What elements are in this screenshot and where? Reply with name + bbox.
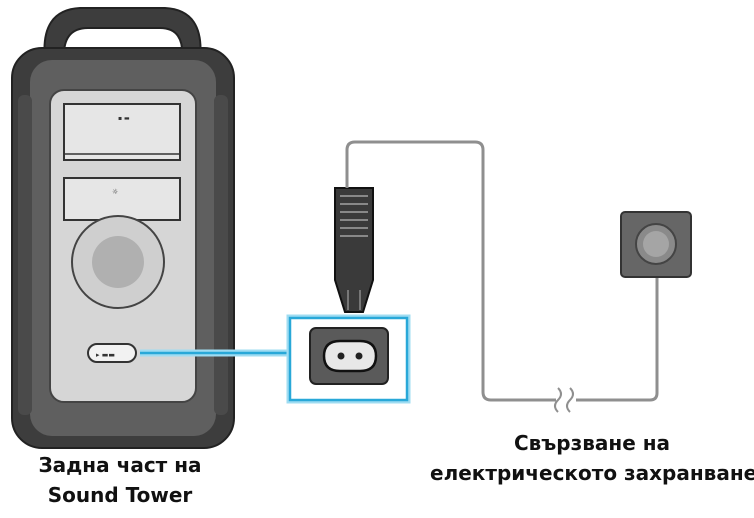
device-left-rail [18, 95, 32, 415]
device-caption: Задна част на Sound Tower [0, 450, 240, 510]
wall-outlet-icon [620, 211, 692, 278]
power-plug [334, 187, 374, 313]
device-right-rail [214, 95, 228, 415]
middle-port-cover [63, 177, 181, 221]
device-caption-line1: Задна част на [38, 453, 202, 477]
top-port-cover [63, 103, 181, 161]
svg-text:▸ ▬▬: ▸ ▬▬ [96, 351, 115, 359]
power-cable [345, 140, 659, 402]
device-caption-line2: Sound Tower [47, 483, 193, 507]
device-ac-inlet [87, 343, 137, 363]
figure-8-socket-icon [322, 339, 378, 373]
middle-port-mark: ☼ [112, 188, 118, 196]
top-port-mark: ▪ ▬ [118, 115, 130, 122]
connection-caption: Свързване на електрическото захранване [430, 428, 754, 488]
passive-radiator-center [92, 236, 144, 288]
connection-caption-line1: Свързване на [513, 431, 671, 455]
sound-tower-device: ▪ ▬ ☼ ▸ ▬▬ [11, 7, 235, 449]
socket-callout-box [286, 314, 411, 404]
cable-break-icon [554, 387, 574, 413]
connection-caption-line2: електрическото захранване [430, 461, 754, 485]
